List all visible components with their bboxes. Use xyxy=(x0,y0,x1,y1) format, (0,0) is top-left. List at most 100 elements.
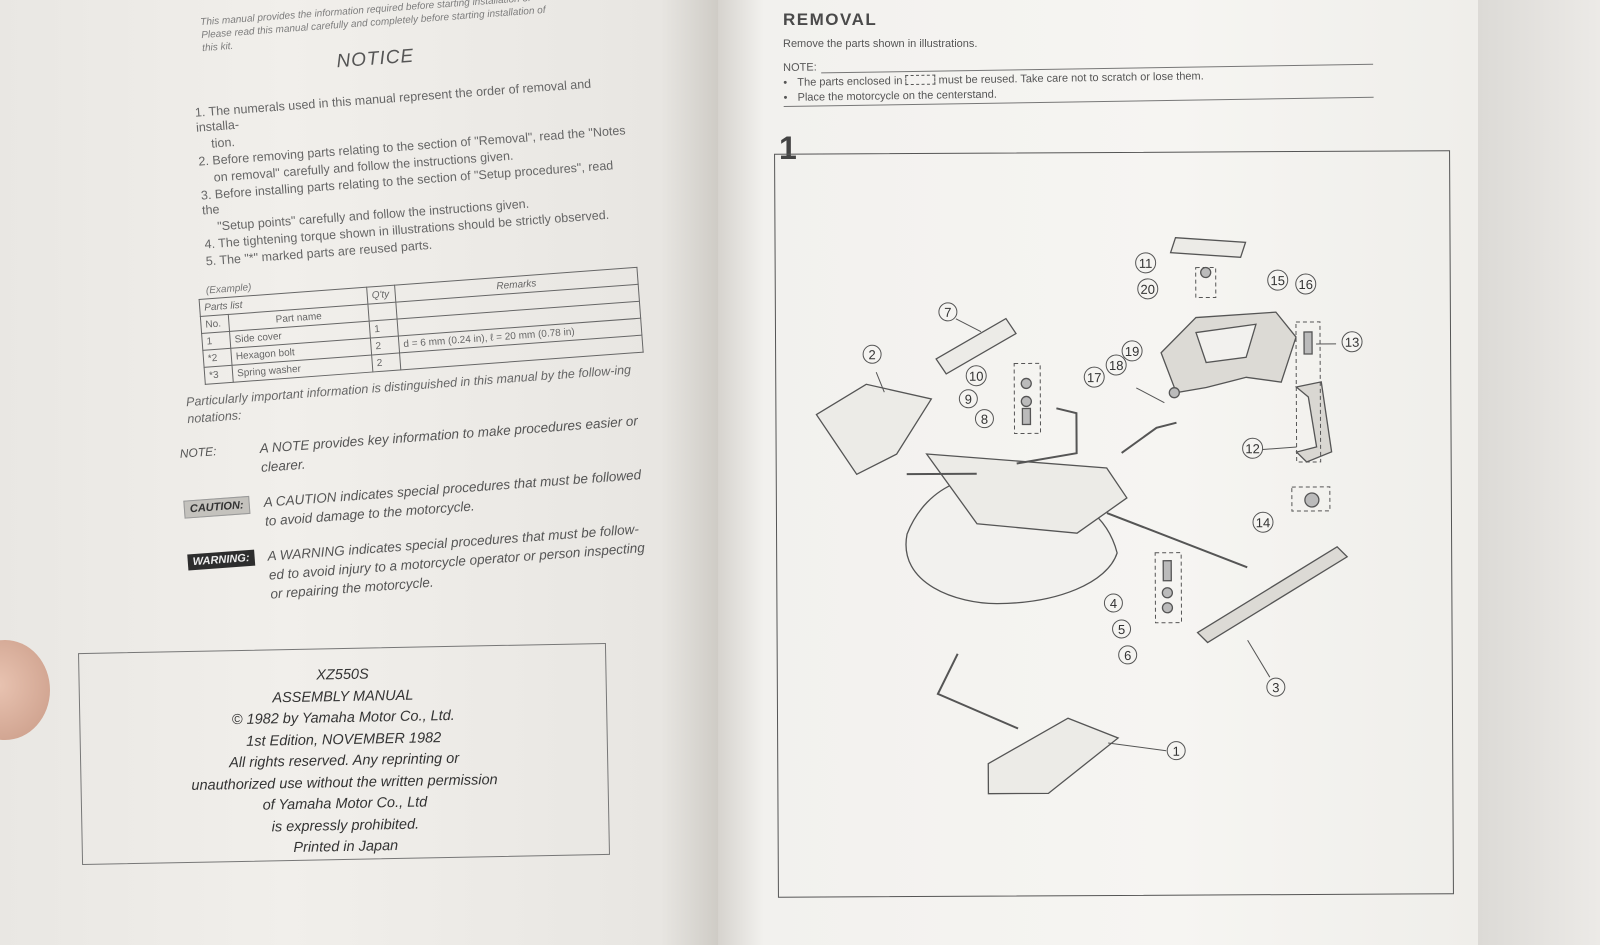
table-surface xyxy=(1478,0,1600,945)
diagram-svg: 1 2 3 4 5 6 7 8 9 10 11 12 13 14 15 16 1… xyxy=(815,236,1363,795)
step-number: 1 xyxy=(779,130,797,166)
seat-cowl-inner xyxy=(1195,323,1257,364)
svg-text:8: 8 xyxy=(981,412,988,427)
callout-12: 12 xyxy=(1242,437,1264,459)
panel-1-part xyxy=(987,717,1120,795)
svg-text:5: 5 xyxy=(1118,622,1125,637)
svg-text:13: 13 xyxy=(1345,335,1360,350)
svg-text:12: 12 xyxy=(1245,441,1260,456)
arrow-icon xyxy=(936,653,1019,730)
note-block: NOTE: •The parts enclosed in must be reu… xyxy=(783,53,1374,107)
callout-3: 3 xyxy=(1266,677,1286,697)
callout-7: 7 xyxy=(938,302,958,322)
callout-13: 13 xyxy=(1341,331,1363,353)
callout-16: 16 xyxy=(1295,273,1317,295)
svg-text:4: 4 xyxy=(1110,596,1117,611)
svg-text:20: 20 xyxy=(1140,282,1155,297)
note-text-before: Place the motorcycle on the centerstand. xyxy=(797,88,997,104)
bolt-icon xyxy=(1020,377,1032,390)
bolt-icon xyxy=(1021,407,1032,426)
side-panel-right xyxy=(1196,546,1349,644)
callout-1: 1 xyxy=(1166,741,1186,761)
callout-17: 17 xyxy=(1083,366,1105,388)
warning-tag: WARNING: xyxy=(187,549,256,571)
note-tag: NOTE: xyxy=(179,444,217,461)
svg-text:15: 15 xyxy=(1270,273,1285,288)
side-cover-left xyxy=(815,383,933,476)
svg-text:7: 7 xyxy=(944,305,951,320)
rail-part xyxy=(1169,236,1247,259)
svg-text:19: 19 xyxy=(1125,344,1140,359)
callout-15: 15 xyxy=(1267,269,1289,291)
svg-text:3: 3 xyxy=(1272,680,1279,695)
svg-text:11: 11 xyxy=(1139,256,1153,271)
table-cell: 1 xyxy=(369,319,399,339)
caution-tag-wrap: CAUTION: xyxy=(183,493,266,537)
grab-bar-part xyxy=(1294,381,1333,463)
svg-text:10: 10 xyxy=(969,369,984,384)
leader-line xyxy=(1136,387,1165,404)
caution-tag: CAUTION: xyxy=(183,495,251,519)
svg-text:16: 16 xyxy=(1298,277,1313,292)
callout-6: 6 xyxy=(1118,645,1138,665)
reuse-box xyxy=(1295,321,1322,463)
bullet-icon: • xyxy=(783,76,788,89)
callout-19: 19 xyxy=(1121,340,1143,362)
svg-text:9: 9 xyxy=(965,392,972,407)
arrow-icon xyxy=(1106,512,1248,569)
note-text-before: The parts enclosed in xyxy=(797,75,903,89)
arrow-icon xyxy=(1121,421,1177,454)
callout-20: 20 xyxy=(1137,278,1159,300)
leader-lines xyxy=(875,318,1337,752)
callout-10: 10 xyxy=(965,365,987,387)
table-cell: *2 xyxy=(202,348,233,368)
copyright-box: XZ550S ASSEMBLY MANUAL © 1982 by Yamaha … xyxy=(78,642,610,866)
warning-notation: WARNING: A WARNING indicates special pro… xyxy=(187,518,660,609)
leader-line xyxy=(875,372,885,393)
dashed-box-icon xyxy=(905,74,936,86)
notice-section: This manual provides the information req… xyxy=(148,0,662,638)
table-cell xyxy=(367,302,398,322)
warning-text: A WARNING indicates special procedures t… xyxy=(267,521,646,602)
removal-arrows xyxy=(906,407,1248,730)
table-cell: 2 xyxy=(371,352,401,372)
left-page xyxy=(0,0,718,945)
bolt-icon xyxy=(1161,602,1174,614)
leader-line xyxy=(1108,742,1167,752)
note-text-after: must be reused. Take care not to scratch… xyxy=(938,70,1204,87)
callout-8: 8 xyxy=(974,409,994,429)
callout-9: 9 xyxy=(958,389,978,409)
callout-5: 5 xyxy=(1112,619,1132,639)
callout-14: 14 xyxy=(1252,511,1274,533)
section-title: REMOVAL xyxy=(783,10,878,29)
table-cell: *3 xyxy=(204,365,234,385)
callout-11: 11 xyxy=(1135,252,1157,274)
table-header: No. xyxy=(200,314,230,334)
table-cell: 2 xyxy=(370,336,400,356)
caution-text: A CAUTION indicates special procedures t… xyxy=(263,467,642,529)
bolt-icon xyxy=(1161,587,1174,599)
svg-text:14: 14 xyxy=(1256,515,1271,530)
bolt-icon xyxy=(1162,560,1172,582)
exploded-diagram: 1 2 3 4 5 6 7 8 9 10 11 12 13 14 15 16 1… xyxy=(774,150,1454,898)
svg-text:2: 2 xyxy=(868,347,875,362)
bolt-icon xyxy=(1303,331,1313,355)
svg-text:6: 6 xyxy=(1124,648,1131,663)
section-subtitle: Remove the parts shown in illustrations. xyxy=(783,38,978,50)
svg-text:17: 17 xyxy=(1087,370,1102,385)
callout-4: 4 xyxy=(1103,593,1123,613)
bolt-icon xyxy=(1304,492,1320,508)
table-header: Q'ty xyxy=(366,285,396,305)
table-cell: 1 xyxy=(201,331,231,351)
leader-line xyxy=(1247,640,1271,678)
bolt-icon xyxy=(1200,266,1212,279)
arrow-icon xyxy=(1016,407,1078,465)
note-text: A NOTE provides key information to make … xyxy=(259,413,639,475)
bolt-icon xyxy=(1168,387,1180,399)
bolt-icon xyxy=(1020,395,1033,408)
notice-list: 1. The numerals used in this manual repr… xyxy=(194,74,635,269)
svg-text:1: 1 xyxy=(1173,744,1180,759)
reuse-box xyxy=(1291,486,1331,512)
callouts: 1 2 3 4 5 6 7 8 9 10 11 12 13 14 15 16 1… xyxy=(862,252,1363,761)
